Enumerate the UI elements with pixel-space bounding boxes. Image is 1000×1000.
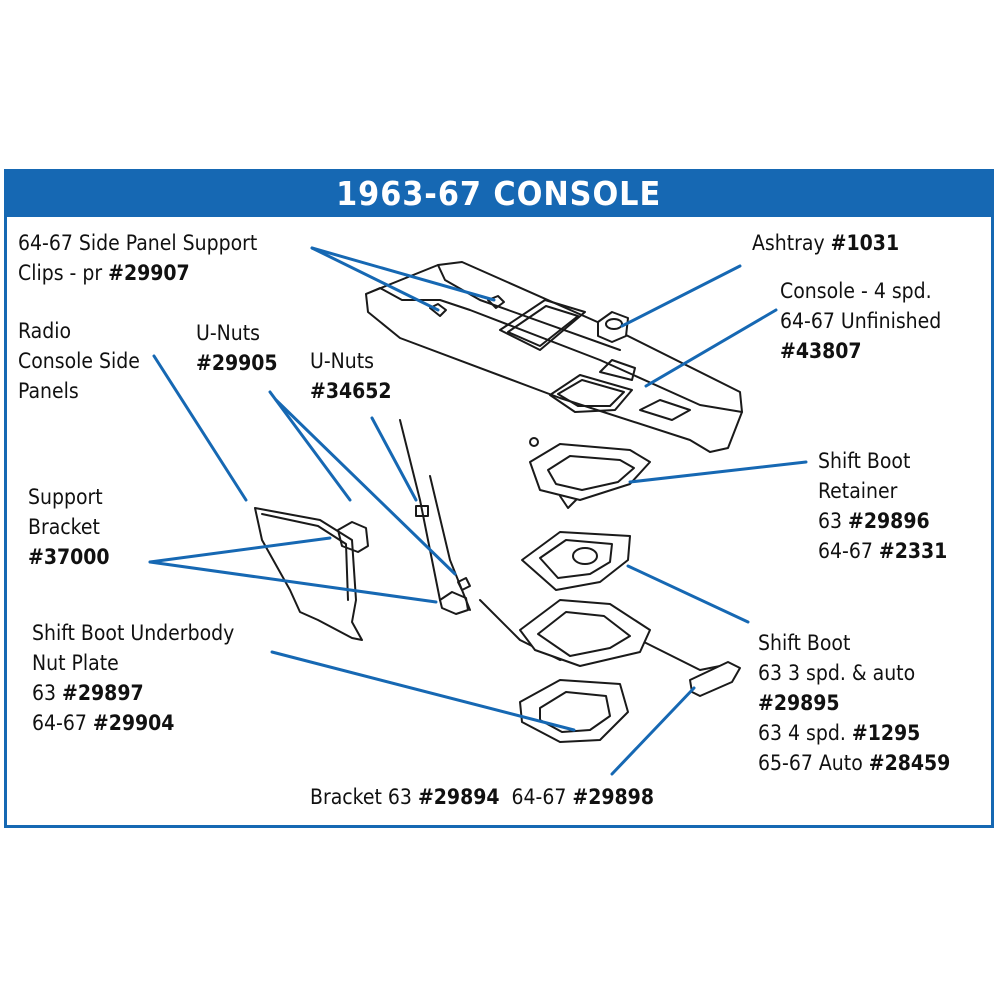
part-number: #1031 [830,231,900,255]
label-line: Radio [18,319,72,343]
label-line: 63 3 spd. & auto [758,661,916,685]
part-number: #29896 [848,509,930,533]
bracket-part [689,661,741,697]
label-nut-plate: Shift Boot Underbody Nut Plate 63 #29897… [32,618,234,738]
label-line: 64-67 Unfinished [780,309,942,333]
label-text: 64-67 [32,711,93,735]
label-line: U-Nuts [310,349,375,373]
part-number: #29905 [196,351,278,375]
nut-plate-part [519,679,629,743]
label-text: Clips - pr [18,261,109,285]
label-text: 64-67 [818,539,879,563]
title-bar: 1963-67 CONSOLE [4,169,994,217]
leader-lines [148,246,808,776]
part-number: #29898 [572,785,654,809]
support-bracket-part [337,521,469,615]
label-text: 63 [818,509,849,533]
side-panel-clips [429,295,505,317]
part-number: #34652 [310,379,392,403]
console-part [365,261,743,453]
part-number: #29894 [417,785,500,809]
part-number: #29904 [92,711,175,735]
label-shift-boot: Shift Boot 63 3 spd. & auto #29895 63 4 … [758,628,950,778]
part-number: #2331 [878,539,948,563]
label-unuts-29905: U-Nuts #29905 [196,318,278,378]
label-line: Nut Plate [32,651,119,675]
diagram-title: 1963-67 CONSOLE [336,173,662,213]
label-line: Support [28,485,103,509]
part-number: #37000 [28,545,110,569]
ashtray-part [597,311,629,343]
label-boot-retainer: Shift Boot Retainer 63 #29896 64-67 #233… [818,446,947,566]
label-line: Bracket [28,515,100,539]
label-line: Console - 4 spd. [780,279,932,303]
label-line: Shift Boot [758,631,851,655]
label-ashtray: Ashtray #1031 [752,228,899,258]
shift-boot-part [521,531,631,591]
label-line: Shift Boot Underbody [32,621,235,645]
part-number: #29907 [108,261,190,285]
label-text: Ashtray [752,231,831,255]
label-unuts-34652: U-Nuts #34652 [310,346,392,406]
label-line: 64-67 Side Panel Support [18,231,258,255]
part-number: #28459 [868,751,951,775]
label-text: Bracket 63 [310,785,418,809]
label-bracket: Bracket 63 #29894 64-67 #29898 [310,782,654,812]
label-side-panel-clips: 64-67 Side Panel Support Clips - pr #299… [18,228,257,288]
label-text: 65-67 Auto [758,751,869,775]
part-number: #29895 [758,691,840,715]
label-radio-panels: Radio Console Side Panels [18,316,140,406]
label-text: 63 [32,681,63,705]
label-line: U-Nuts [196,321,261,345]
label-line: Shift Boot [818,449,911,473]
part-number: #29897 [62,681,144,705]
label-console: Console - 4 spd. 64-67 Unfinished #43807 [780,276,941,366]
label-text: 64-67 [499,785,573,809]
label-line: Panels [18,379,79,403]
part-number: #1295 [851,721,921,745]
underbody-tunnel [399,419,731,671]
radio-side-panel [254,507,363,641]
label-support-bracket: Support Bracket #37000 [28,482,110,572]
shift-boot-retainer-part [529,437,651,509]
label-line: Console Side [18,349,140,373]
part-number: #43807 [780,339,862,363]
label-text: 63 4 spd. [758,721,852,745]
label-line: Retainer [818,479,898,503]
